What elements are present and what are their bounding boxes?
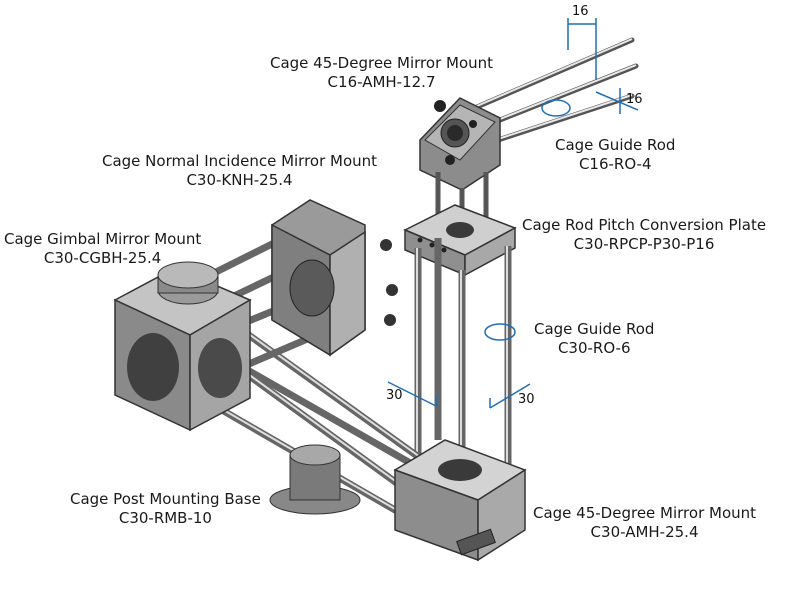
dim-top-width: 16 (572, 4, 589, 19)
label-gimbal: Cage Gimbal Mirror Mount C30-CGBH-25.4 (4, 230, 201, 268)
label-part: C30-KNH-25.4 (186, 171, 293, 189)
label-part: C16-RO-4 (578, 155, 652, 173)
label-post-base: Cage Post Mounting Base C30-RMB-10 (70, 490, 261, 528)
label-name: Cage 45-Degree Mirror Mount (533, 504, 757, 522)
label-small-guide-rod: Cage Guide Rod C16-RO-4 (555, 136, 675, 174)
dimension-lines (387, 18, 639, 409)
gimbal-mount-cube (113, 261, 252, 432)
label-name: Cage Guide Rod (534, 320, 655, 338)
label-name: Cage Gimbal Mirror Mount (4, 230, 202, 248)
label-name: Cage 45-Degree Mirror Mount (270, 54, 494, 72)
label-name: Cage Rod Pitch Conversion Plate (522, 216, 767, 234)
label-part: C30-RPCP-P30-P16 (573, 235, 715, 253)
dim-top-height: 16 (626, 92, 643, 107)
dim-large-right: 30 (518, 392, 535, 407)
normal-incidence-mount (271, 199, 398, 357)
label-name: Cage Guide Rod (555, 136, 676, 154)
label-part: C30-CGBH-25.4 (43, 249, 162, 267)
label-name: Cage Normal Incidence Mirror Mount (102, 152, 378, 170)
label-part: C30-RMB-10 (118, 509, 212, 527)
post-mounting-base (269, 444, 361, 515)
label-large-45-mount: Cage 45-Degree Mirror Mount C30-AMH-25.4 (533, 504, 756, 542)
label-part: C30-RO-6 (557, 339, 631, 357)
label-large-guide-rod: Cage Guide Rod C30-RO-6 (534, 320, 654, 358)
label-part: C30-AMH-25.4 (590, 523, 699, 541)
large-45-mirror-mount (393, 439, 527, 562)
pitch-conversion-plate (403, 204, 517, 277)
label-small-45-mount: Cage 45-Degree Mirror Mount C16-AMH-12.7 (270, 54, 493, 92)
small-45-mirror-mount (419, 97, 501, 191)
label-normal-incidence: Cage Normal Incidence Mirror Mount C30-K… (102, 152, 377, 190)
label-part: C16-AMH-12.7 (327, 73, 436, 91)
label-pitch-plate: Cage Rod Pitch Conversion Plate C30-RPCP… (522, 216, 766, 254)
dim-large-left: 30 (386, 388, 403, 403)
label-name: Cage Post Mounting Base (70, 490, 261, 508)
